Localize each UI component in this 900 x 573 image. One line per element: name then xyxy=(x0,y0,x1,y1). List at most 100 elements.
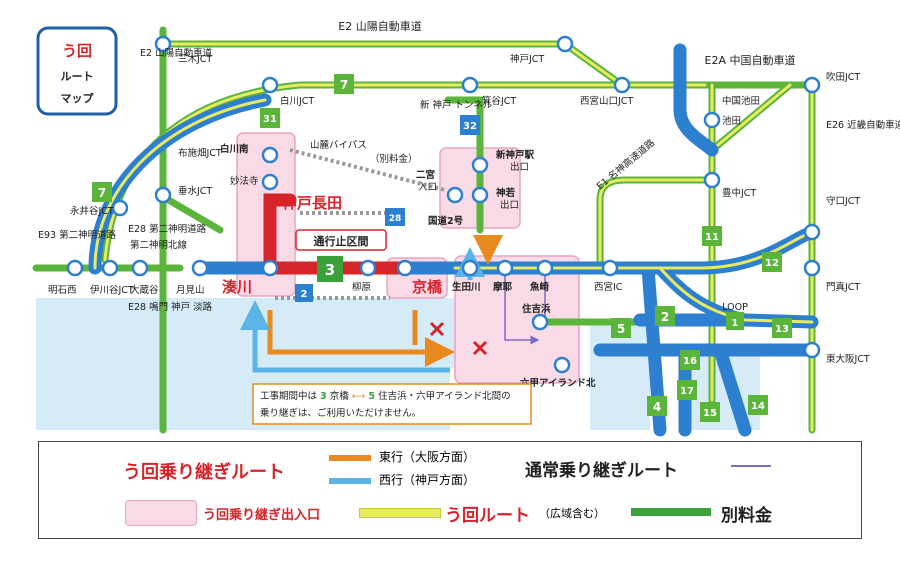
svg-text:5: 5 xyxy=(617,322,625,336)
route-11-shield: 11 xyxy=(702,226,722,246)
notice-r3: 3 xyxy=(320,391,327,402)
svg-text:11: 11 xyxy=(705,232,719,243)
notice-line1-pre: 工事期間中は xyxy=(260,390,318,402)
label-suita: 吹田JCT xyxy=(826,71,860,83)
label-kokudo2: 国道2号 xyxy=(428,215,464,227)
route-12-shield: 12 xyxy=(762,252,782,272)
legend-westbound: 西行（神戸方面） xyxy=(379,473,476,487)
legend-purple-arrow xyxy=(731,465,771,467)
svg-text:3: 3 xyxy=(325,261,335,279)
label-ninomiya-sub: 入口 xyxy=(418,182,437,193)
closed-section-label: 通行止区間 xyxy=(295,229,387,251)
legend-normal-transfer: 通常乗り継ぎルート xyxy=(525,461,678,481)
legend-detour-transfer: う回乗り継ぎルート xyxy=(123,462,285,483)
legend-yellow-swatch xyxy=(359,508,441,518)
route-7b-shield: 7 xyxy=(92,182,112,202)
east-arrows xyxy=(267,235,503,367)
sanroku-note: （別料金） xyxy=(370,153,418,165)
e2a-label: E2A 中国自動車道 xyxy=(705,53,796,67)
notice-kyobashi: 京橋 xyxy=(330,390,350,402)
route-4-shield: 4 xyxy=(647,396,667,416)
route-13-shield: 13 xyxy=(772,318,792,338)
route-17-shield: 17 xyxy=(677,380,697,400)
notice-line2: 乗り継ぎは、ご利用いただけません。 xyxy=(260,407,421,419)
legend-separate-fee: 別料金 xyxy=(721,506,772,526)
label-ikeda: 池田 xyxy=(722,115,741,127)
label-kobe-jct: 神戸JCT xyxy=(510,53,544,65)
legend-east-arrow xyxy=(329,455,371,461)
svg-text:7: 7 xyxy=(340,78,348,92)
legend-pink-swatch xyxy=(125,500,197,526)
label-rokko-kita: 六甲アイランド北 xyxy=(520,377,596,389)
label-nishinomiya-ic: 西宮IC xyxy=(594,281,623,293)
svg-text:2: 2 xyxy=(661,310,669,324)
svg-text:14: 14 xyxy=(751,401,765,412)
label-higashi-osaka: 東大阪JCT xyxy=(826,353,870,365)
label-toyonaka: 豊中JCT xyxy=(722,187,756,199)
label-shin-kobe-eki: 新神戸駅 xyxy=(496,149,535,161)
legend-detour-route: う回ルート xyxy=(445,506,530,526)
junction-nodes xyxy=(66,35,821,374)
shin-kobe-tunnel-label: 新 神戸 トンネル xyxy=(420,99,493,111)
legend-detour-gate: う回乗り継ぎ出入口 xyxy=(203,508,321,523)
label-miki: 三木JCT xyxy=(178,53,212,65)
label-maya: 摩耶 xyxy=(493,281,513,293)
label-okuradani: 大蔵谷 xyxy=(130,284,159,296)
svg-text:12: 12 xyxy=(765,258,779,269)
e2-vertical-label: E2 山陽自動車道 xyxy=(140,47,213,59)
route-1-shield: 1 xyxy=(726,312,744,330)
junction-labels: 三木JCT 神戸JCT 西宮山口JCT 白川JCT 箕谷JCT 中国池田 池田 … xyxy=(48,53,870,389)
svg-text:31: 31 xyxy=(263,114,277,125)
dotted-roads xyxy=(275,148,446,300)
svg-text:15: 15 xyxy=(703,408,717,419)
label-sumiyoshihama: 住吉浜 xyxy=(522,303,551,315)
legend-detour-route-sub: （広域含む） xyxy=(539,507,605,520)
legend-west-arrow xyxy=(329,478,371,484)
svg-text:7: 7 xyxy=(98,186,106,200)
notice-r5: 5 xyxy=(368,391,375,402)
label-tsukimiyama: 月見山 xyxy=(176,285,205,296)
legend: う回乗り継ぎルート 東行（大阪方面） 西行（神戸方面） 通常乗り継ぎルート う回… xyxy=(38,441,862,539)
label-minotani: 箕谷JCT xyxy=(482,95,516,107)
label-fusehata: 布施畑JCT xyxy=(178,147,222,159)
svg-text:1: 1 xyxy=(732,318,739,329)
route-5-shield: 5 xyxy=(611,318,631,338)
closed-crosses xyxy=(429,321,488,356)
svg-text:13: 13 xyxy=(775,324,789,335)
label-moriguchi: 守口JCT xyxy=(826,195,860,207)
route-28-shield: 28 xyxy=(385,208,405,226)
route-31-shield: 31 xyxy=(260,108,280,128)
notice-box: 工事期間中は 3 京橋 ⟷ 5 住吉浜・六甲アイランド北間の 乗り継ぎは、ご利用… xyxy=(252,383,532,425)
title-line3: マップ xyxy=(61,91,95,105)
legend-green-swatch xyxy=(631,508,711,516)
label-ikawadani: 伊川谷JCT xyxy=(90,284,134,296)
label-kanjaku-sub: 出口 xyxy=(500,199,519,211)
e1-label: E1 名神高速道路 xyxy=(594,136,657,192)
route-2-shield: 2 xyxy=(295,284,313,302)
label-ninomiya: 二宮 xyxy=(416,169,435,181)
label-kobe-nagata: 神戸長田 xyxy=(282,194,342,212)
label-kyobashi: 京橋 xyxy=(412,278,443,296)
title-line2: ルート xyxy=(61,70,94,83)
svg-text:16: 16 xyxy=(683,356,697,367)
e28-lower-label: E28 鳴門 神戸 淡路 xyxy=(128,301,213,313)
label-tarumi: 垂水JCT xyxy=(178,185,212,197)
svg-text:2: 2 xyxy=(301,289,308,300)
label-uozaki: 魚崎 xyxy=(530,281,550,293)
svg-text:28: 28 xyxy=(389,214,402,224)
label-yanagihara: 柳原 xyxy=(352,281,371,293)
label-shirakawa-minami: 白川南 xyxy=(220,143,249,155)
title-box: う回 ルート マップ xyxy=(36,26,118,116)
closed-section-text: 通行止区間 xyxy=(314,234,369,248)
route-2b-shield: 2 xyxy=(655,306,675,326)
title-line1: う回 xyxy=(62,42,92,60)
svg-text:4: 4 xyxy=(653,400,661,414)
label-minatogawa: 湊川 xyxy=(222,278,252,296)
label-akashi-nishi: 明石西 xyxy=(48,285,77,296)
label-chugoku-ikeda: 中国池田 xyxy=(722,95,760,107)
e2-top-label: E2 山陽自動車道 xyxy=(338,19,421,33)
notice-line1-post: 住吉浜・六甲アイランド北間の xyxy=(378,390,511,402)
label-dai2-line: 第二神明北線 xyxy=(130,239,188,251)
sanroku-label: 山麓バイパス xyxy=(310,139,367,151)
